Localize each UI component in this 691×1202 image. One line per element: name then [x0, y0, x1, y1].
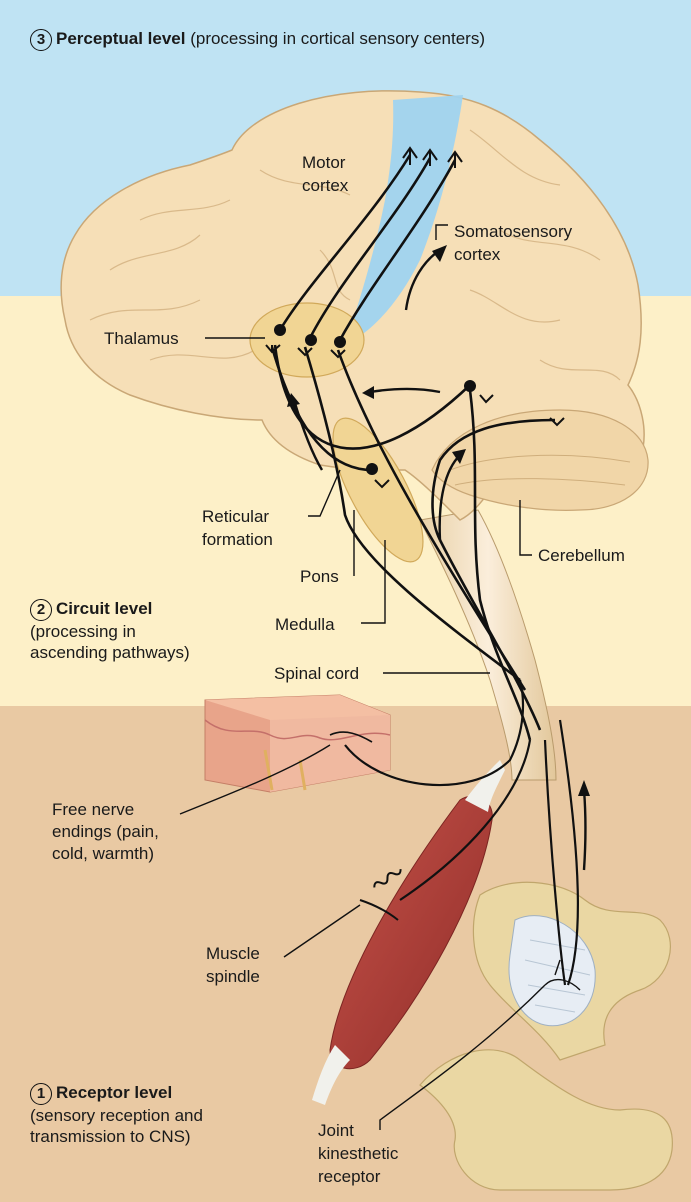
joint-receptor-label-3: receptor — [318, 1166, 380, 1187]
level-number-badge: 1 — [30, 1083, 52, 1105]
receptor-level-title: Receptor level — [56, 1083, 172, 1102]
joint-receptor-label-2: kinesthetic — [318, 1143, 398, 1164]
circuit-level-desc-2: ascending pathways) — [30, 642, 190, 663]
circuit-level-desc-1: (processing in — [30, 621, 136, 642]
receptor-level-desc-1: (sensory reception and — [30, 1105, 203, 1126]
level-number-badge: 3 — [30, 29, 52, 51]
spinal-cord-label: Spinal cord — [274, 663, 359, 684]
free-nerve-endings-label-2: endings (pain, — [52, 821, 159, 842]
motor-cortex-label-2: cortex — [302, 175, 348, 196]
perceptual-level-title: Perceptual level — [56, 29, 185, 48]
muscle-spindle-label-2: spindle — [206, 966, 260, 987]
circuit-level-title: Circuit level — [56, 599, 152, 618]
motor-cortex-label-1: Motor — [302, 152, 345, 173]
medulla-label: Medulla — [275, 614, 335, 635]
joint-receptor-label-1: Joint — [318, 1120, 354, 1141]
hip-bone — [420, 1050, 672, 1190]
skin-block — [205, 695, 390, 792]
pons-label: Pons — [300, 566, 339, 587]
somatosensory-cortex-label-2: cortex — [454, 244, 500, 265]
free-nerve-endings-label-1: Free nerve — [52, 799, 134, 820]
level-number-badge: 2 — [30, 599, 52, 621]
cerebellum-label: Cerebellum — [538, 545, 625, 566]
free-nerve-endings-label-3: cold, warmth) — [52, 843, 154, 864]
thalamus-label: Thalamus — [104, 328, 179, 349]
reticular-formation-label-1: Reticular — [202, 506, 269, 527]
somatosensory-cortex-label-1: Somatosensory — [454, 221, 572, 242]
spinal-cord — [420, 510, 556, 780]
muscle — [330, 796, 492, 1069]
receptor-level-desc-2: transmission to CNS) — [30, 1126, 191, 1147]
muscle-spindle-label-1: Muscle — [206, 943, 260, 964]
reticular-formation-label-2: formation — [202, 529, 273, 550]
perceptual-level-desc: (processing in cortical sensory centers) — [190, 29, 485, 48]
